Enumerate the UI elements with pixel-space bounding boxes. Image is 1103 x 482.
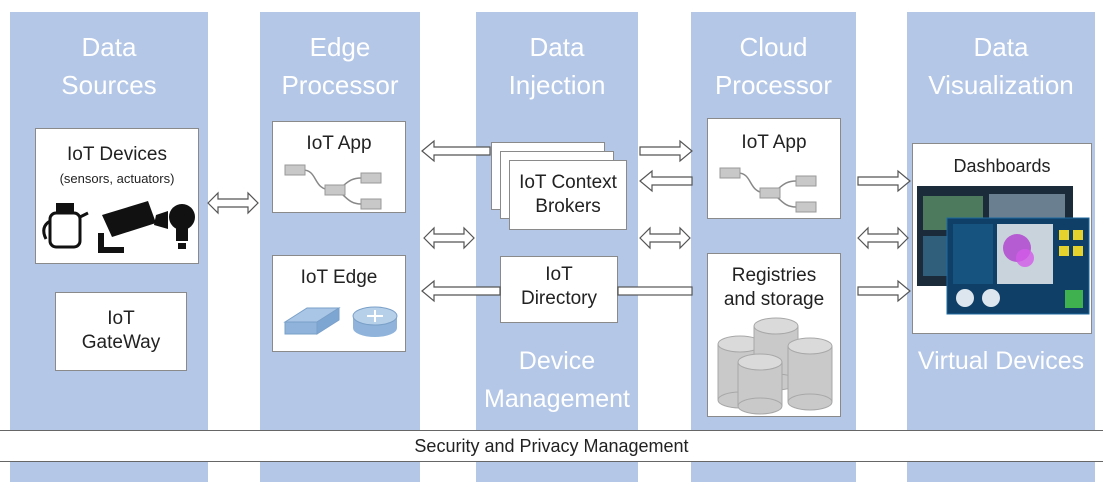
arrow-devices-edge	[207, 191, 259, 215]
column-title-data-injection: Data Injection	[508, 32, 606, 100]
device-management-label: Device Management	[484, 347, 630, 413]
column-title-data-visualization: Data Visualization	[928, 32, 1074, 100]
arrow-directory-to-edge	[421, 279, 501, 303]
database-icon	[717, 317, 833, 415]
lightbulb-icon	[169, 204, 195, 249]
arrow-cloud-to-brokers	[639, 169, 693, 193]
arrow-registries-to-dashboards	[857, 279, 911, 303]
column-edge-processor: Edge Processor	[260, 12, 420, 482]
iot-devices-label: IoT Devices	[67, 144, 167, 165]
line-directory-registries	[617, 286, 693, 296]
iot-directory-box: IoT Directory	[500, 256, 618, 323]
iot-edge-label: IoT Edge	[300, 267, 378, 288]
dashboard-screenshot	[917, 186, 1090, 315]
arrow-cloud-dashboards	[857, 226, 909, 250]
iot-gateway-label: IoT GateWay	[81, 308, 161, 353]
iot-gateway-box: IoT GateWay	[55, 292, 187, 371]
switch-icon	[283, 307, 341, 335]
iot-edge-box: IoT Edge	[272, 255, 406, 352]
node-flow-icon	[719, 167, 817, 213]
edge-iot-app-label: IoT App	[306, 133, 372, 154]
virtual-devices-label: Virtual Devices	[917, 347, 1085, 375]
registries-label: Registries and storage	[723, 265, 825, 310]
iot-devices-box: IoT Devices (sensors, actuators)	[35, 128, 199, 264]
camera-icon	[98, 201, 168, 253]
dashboards-box: Dashboards	[912, 143, 1092, 334]
column-title-data-sources: Data Sources	[61, 32, 157, 100]
iot-devices-sublabel: (sensors, actuators)	[59, 171, 175, 186]
context-brokers-box: IoT Context Brokers	[509, 160, 627, 230]
dashboards-label: Dashboards	[953, 156, 1051, 176]
router-icon	[352, 306, 398, 337]
column-title-edge-processor: Edge Processor	[281, 32, 399, 100]
column-title-cloud-processor: Cloud Processor	[714, 32, 833, 100]
arrow-injection-cloud	[639, 226, 691, 250]
security-privacy-bar: Security and Privacy Management	[0, 430, 1103, 462]
arrow-brokers-to-edge-app	[421, 139, 491, 163]
security-privacy-label: Security and Privacy Management	[414, 436, 689, 456]
arrow-brokers-to-cloud	[639, 139, 693, 163]
edge-iot-app-box: IoT App	[272, 121, 406, 213]
cloud-iot-app-box: IoT App	[707, 118, 841, 219]
node-flow-icon	[284, 164, 382, 210]
column-data-injection: Data Injection Device Management	[476, 12, 638, 482]
arrow-edge-injection	[423, 226, 475, 250]
registries-box: Registries and storage	[707, 253, 841, 417]
arrow-cloud-to-dashboards	[857, 169, 911, 193]
iot-directory-label: IoT Directory	[520, 264, 597, 309]
cloud-iot-app-label: IoT App	[741, 132, 807, 153]
device-icons	[42, 201, 195, 253]
context-brokers-label: IoT Context Brokers	[519, 172, 617, 217]
kettle-icon	[42, 203, 89, 249]
